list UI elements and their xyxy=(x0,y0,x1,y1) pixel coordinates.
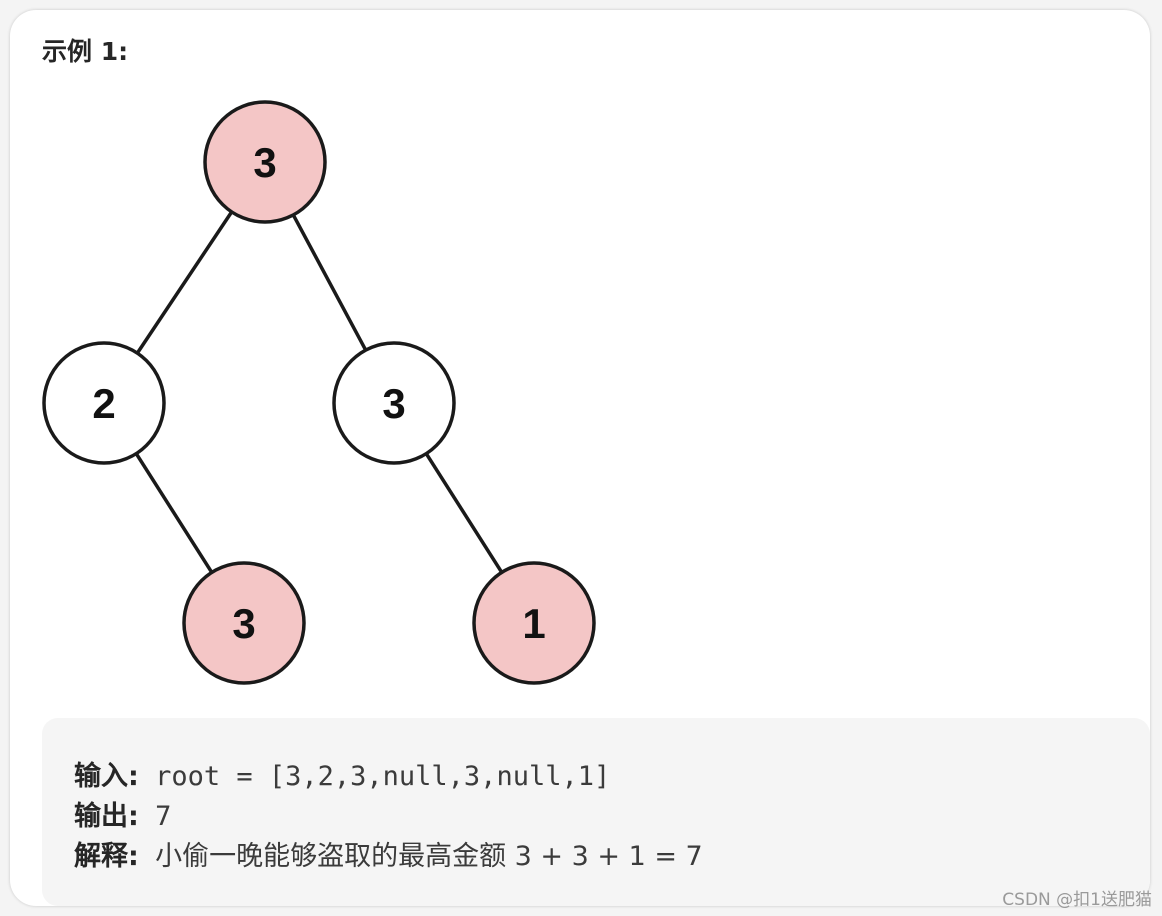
tree-node-circle xyxy=(203,100,327,224)
input-line: 输入: root = [3,2,3,null,3,null,1] xyxy=(74,754,610,793)
tree-node-circle xyxy=(472,561,596,685)
tree-edge-root-right xyxy=(291,214,368,351)
tree-node-label: 2 xyxy=(92,380,115,427)
example-title: 示例 1: xyxy=(42,37,129,66)
io-box: 输入: root = [3,2,3,null,3,null,1] 输出: 7 解… xyxy=(42,718,1150,906)
explain-value: 小偷一晚能够盗取的最高金额 3 + 3 + 1 = 7 xyxy=(155,841,703,872)
tree-node-root: 3 xyxy=(203,100,327,224)
tree-edges xyxy=(134,210,504,574)
tree-node-circle xyxy=(42,341,166,465)
explain-line: 解释: 小偷一晚能够盗取的最高金额 3 + 3 + 1 = 7 xyxy=(74,834,703,873)
watermark: CSDN @扣1送肥猫 xyxy=(1002,890,1152,910)
output-line: 输出: 7 xyxy=(74,794,171,833)
tree-node-label: 1 xyxy=(522,600,545,647)
tree-edge-right-right-right xyxy=(424,452,504,574)
tree-node-right-right: 1 xyxy=(472,561,596,685)
tree-node-label: 3 xyxy=(382,380,405,427)
output-value: 7 xyxy=(155,801,172,832)
tree-edge-left-left-right xyxy=(134,452,214,574)
tree-node-left: 2 xyxy=(42,341,166,465)
output-label: 输出: xyxy=(74,801,139,832)
input-value: root = [3,2,3,null,3,null,1] xyxy=(155,761,611,792)
example-card: 示例 1: 3 2 3 3 1 输入: root = [3,2,3,null,3,nul… xyxy=(10,10,1150,906)
explain-label: 解释: xyxy=(74,841,139,872)
tree-node-circle xyxy=(182,561,306,685)
tree-node-right: 3 xyxy=(332,341,456,465)
input-label: 输入: xyxy=(74,761,139,792)
tree-node-label: 3 xyxy=(232,600,255,647)
tree-nodes: 3 2 3 3 1 xyxy=(42,100,596,685)
tree-node-circle xyxy=(332,341,456,465)
tree-node-left-right: 3 xyxy=(182,561,306,685)
tree-edge-root-left xyxy=(135,210,234,355)
binary-tree-diagram: 3 2 3 3 1 xyxy=(42,100,596,685)
tree-node-label: 3 xyxy=(253,139,276,186)
